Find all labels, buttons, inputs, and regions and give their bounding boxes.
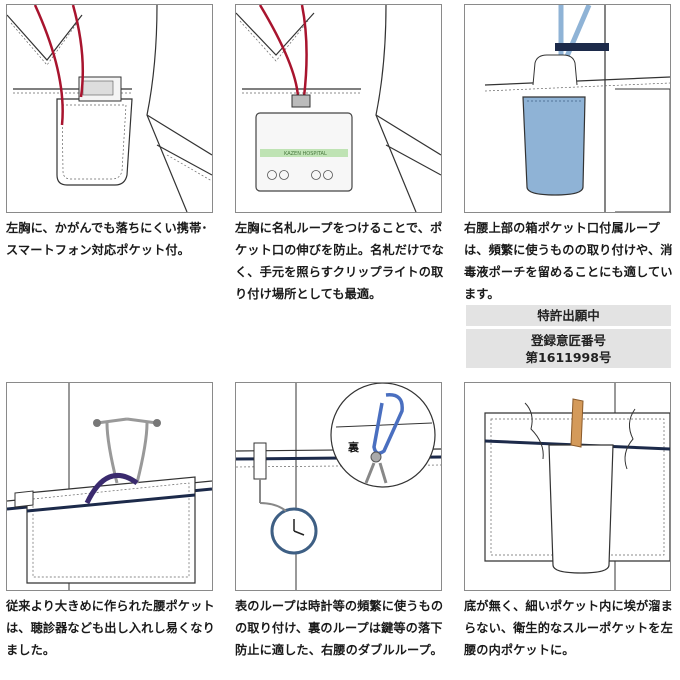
illustration-chest-phone-pocket [6,4,213,213]
chest-pocket-drawing [7,5,212,212]
name-tag-drawing: KAZEN HOSPITAL [236,5,441,212]
illustration-double-loop: 裏 [235,382,442,591]
name-tag-hospital-text: KAZEN HOSPITAL [284,151,327,157]
illustration-name-tag-loop: KAZEN HOSPITAL [235,4,442,213]
caption-through-pocket: 底が無く、細いポケット内に埃が溜まらない、衛生的なスルーポケットを左腰の内ポケッ… [464,599,673,657]
patent-pending-badge: 特許出願中 [466,305,671,326]
caption-chest-phone-pocket: 左胸に、かがんでも落ちにくい携帯･スマートフォン対応ポケット付。 [6,221,208,257]
sanitizer-pouch-drawing [484,5,670,212]
illustration-through-pocket [464,382,671,591]
caption-large-waist-pocket: 従来より大きめに作られた腰ポケットは、聴診器なども出し入れし易くなりました。 [6,599,215,657]
caption-name-tag-loop: 左胸に名札ループをつけることで、ポケット口の伸びを防止。名札だけでなく、手元を照… [235,221,444,301]
design-registration-badge: 登録意匠番号 第1611998号 [466,329,671,368]
design-registration-label: 登録意匠番号 [530,333,606,348]
watch-and-key-drawing [236,383,441,590]
stethoscope-pocket-drawing [7,383,212,590]
through-pocket-drawing [484,383,670,590]
illustration-box-pocket-loop [464,4,671,213]
caption-double-loop: 表のループは時計等の頻繁に使うものの取り付け、裏のループは鍵等の落下防止に適した… [235,599,444,657]
design-registration-number: 第1611998号 [525,350,612,365]
illustration-large-waist-pocket [6,382,213,591]
caption-box-pocket-loop: 右腰上部の箱ポケット口付属ループは、頻繁に使うものの取り付けや、消毒液ポーチを留… [464,221,673,301]
reverse-side-label: 裏 [348,441,359,454]
